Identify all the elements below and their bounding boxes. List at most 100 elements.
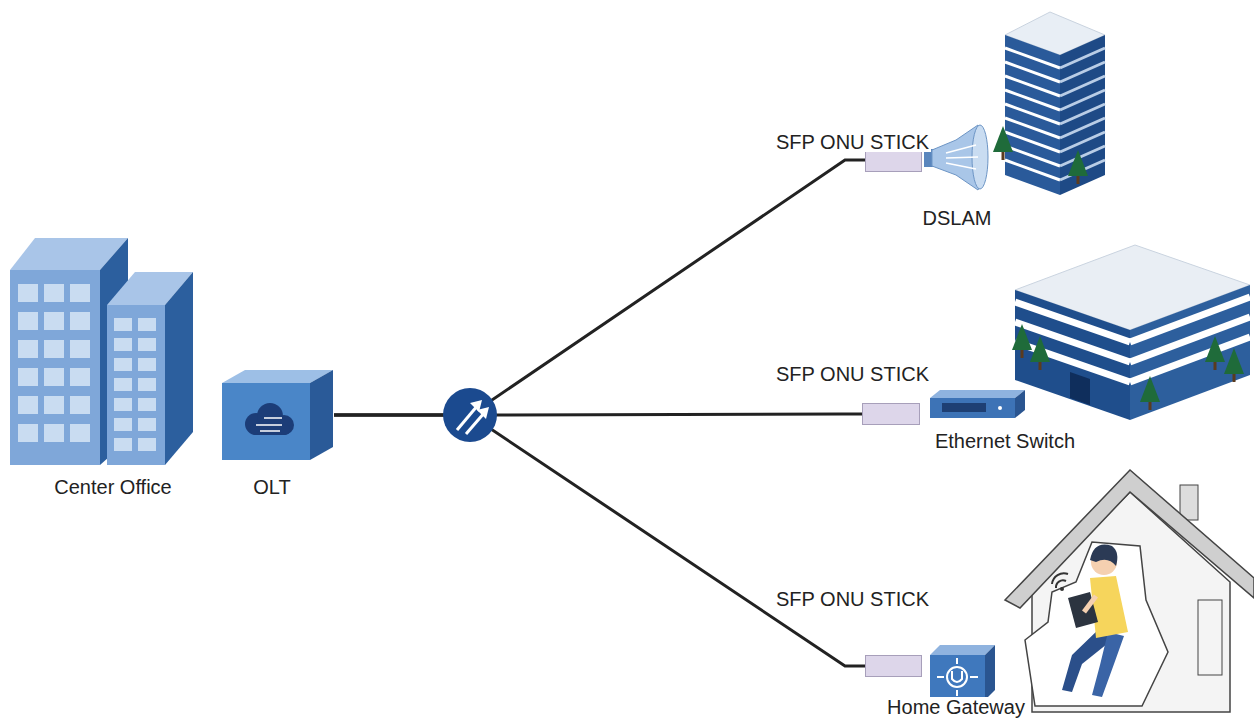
house (1025, 542, 1168, 706)
gateway-box (947, 667, 967, 687)
node-label: OLT (251, 477, 292, 497)
node-label: Center Office (52, 477, 173, 497)
switch-box (930, 398, 1015, 418)
tree (1205, 336, 1225, 362)
window-grid (70, 424, 90, 442)
cloud-icon (250, 424, 290, 435)
center-office-building (107, 305, 165, 465)
switch-box (1015, 390, 1025, 418)
tree (1214, 362, 1217, 370)
gateway-box (956, 658, 958, 664)
window-grid (70, 340, 90, 358)
house (1180, 485, 1198, 520)
window-grid (18, 396, 38, 414)
person (1090, 545, 1117, 566)
dslam-horn (932, 125, 987, 190)
window-grid (44, 396, 64, 414)
switch-box (942, 403, 986, 412)
window-grid (18, 312, 38, 330)
window-grid (18, 340, 38, 358)
window-grid (70, 396, 90, 414)
switch-box (930, 390, 1025, 418)
sfp-stick: SFP ONU STICK (865, 655, 922, 677)
olt-box: OLT (222, 370, 334, 460)
tree (993, 126, 1244, 410)
dslam-device: DSLAM (925, 125, 990, 190)
window-bands (1130, 297, 1250, 342)
house (1005, 470, 1254, 712)
tree (1039, 362, 1042, 370)
node-label: Ethernet Switch (933, 431, 1077, 451)
window-grid (114, 338, 132, 351)
window-bands (1015, 322, 1130, 362)
wifi-symbol (1052, 573, 1068, 591)
optical-splitter (443, 388, 497, 442)
optical-splitter (466, 412, 485, 434)
person (1062, 545, 1128, 697)
sfp-stick: SFP ONU STICK (862, 403, 920, 425)
person (1084, 596, 1096, 612)
window-grid (18, 284, 38, 302)
gateway-box (956, 690, 958, 696)
dslam-horn (946, 145, 976, 153)
dslam-horn (924, 125, 988, 190)
window-grid (114, 358, 132, 371)
switch-device: Ethernet Switch (928, 390, 1025, 420)
window-grid (114, 418, 132, 431)
optical-splitter (443, 388, 497, 442)
tree (1149, 402, 1152, 410)
node-label: SFP ONU STICK (774, 589, 931, 609)
business-building (1015, 245, 1250, 420)
window-grid (44, 284, 64, 302)
gateway-box (930, 655, 985, 700)
center-office-building (10, 270, 100, 465)
dslam-horn (946, 157, 978, 158)
window-grid (70, 284, 90, 302)
window-stripes (1005, 48, 1105, 180)
node-label: DSLAM (921, 208, 994, 228)
window-grid (114, 398, 132, 411)
cloud-icon (256, 424, 282, 426)
fiber-line (334, 415, 865, 666)
office-tower (1005, 12, 1105, 195)
window-bands (1015, 302, 1130, 342)
tree (1233, 374, 1236, 382)
node-label: SFP ONU STICK (774, 132, 931, 152)
tree (1140, 376, 1160, 402)
gateway-device: Home Gateway (930, 645, 995, 700)
business-building (1130, 285, 1250, 420)
window-grid (138, 418, 156, 431)
person (1068, 592, 1098, 628)
tree (993, 126, 1013, 152)
building-icon: Center Office (10, 237, 193, 465)
optical-splitter (457, 405, 478, 430)
cloud-icon (260, 430, 280, 432)
cloud-icon (257, 403, 283, 429)
office-tower (1060, 35, 1105, 195)
window-stripes (1005, 160, 1060, 180)
olt-cube (222, 383, 310, 460)
node-label: Home Gateway (885, 697, 1027, 717)
window-grid (114, 378, 132, 391)
tree (1224, 348, 1244, 374)
business-building (1015, 290, 1130, 420)
gateway-box (952, 671, 962, 682)
tree (1021, 350, 1024, 358)
tree (1077, 176, 1080, 184)
tree (1012, 324, 1032, 350)
window-grid (138, 318, 156, 331)
business-building (1070, 372, 1090, 405)
switch-box (930, 390, 1025, 398)
window-grid (70, 368, 90, 386)
window-grid (44, 424, 64, 442)
wifi-symbol (1060, 587, 1064, 591)
window-grid (138, 438, 156, 451)
node-label: SFP ONU STICK (774, 364, 931, 384)
cloud-icon (264, 417, 282, 419)
tree (1068, 150, 1088, 176)
window-bands (1015, 297, 1250, 382)
cloud-icon (245, 403, 294, 435)
window-grid (44, 368, 64, 386)
house (1198, 600, 1222, 675)
window-grid (138, 398, 156, 411)
